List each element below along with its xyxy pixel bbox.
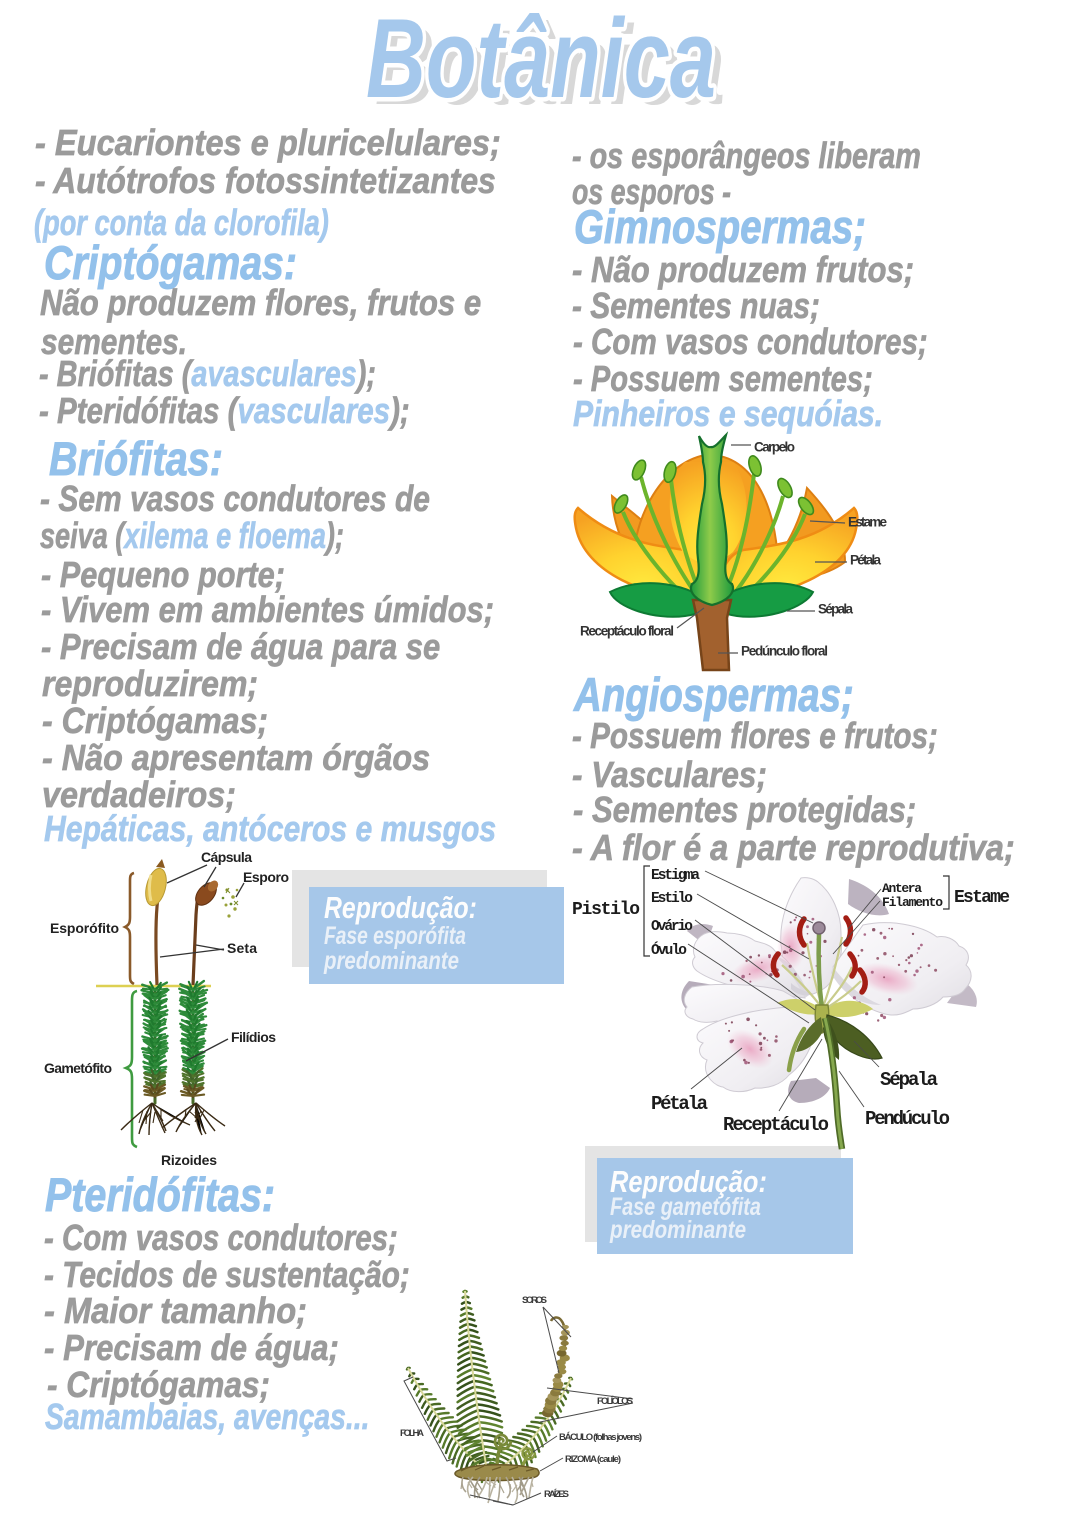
svg-text:Receptáculo: Receptáculo bbox=[723, 1114, 829, 1136]
svg-text:Estame: Estame bbox=[954, 888, 1010, 908]
svg-text:Pétala: Pétala bbox=[651, 1093, 708, 1115]
svg-text:BÁCULO (folhas jovens): BÁCULO (folhas jovens) bbox=[559, 1432, 642, 1443]
svg-text:Rizoides: Rizoides bbox=[161, 1152, 217, 1168]
svg-text:Botânica: Botânica bbox=[366, 0, 716, 121]
svg-text:Filamento: Filamento bbox=[882, 895, 943, 910]
svg-text:Sépala: Sépala bbox=[818, 602, 853, 617]
svg-text:Pistilo: Pistilo bbox=[572, 900, 640, 920]
svg-text:Ovário: Ovário bbox=[651, 919, 693, 935]
svg-text:Estilo: Estilo bbox=[651, 891, 693, 907]
svg-text:Estame: Estame bbox=[848, 515, 887, 530]
svg-text:Carpelo: Carpelo bbox=[754, 440, 795, 455]
svg-text:RIZOMA (caule): RIZOMA (caule) bbox=[565, 1454, 621, 1465]
svg-text:Receptáculo floral: Receptáculo floral bbox=[580, 624, 674, 639]
svg-text:Pedúnculo floral: Pedúnculo floral bbox=[741, 644, 828, 659]
svg-text:Estigma: Estigma bbox=[651, 868, 700, 884]
svg-text:Pendúculo: Pendúculo bbox=[865, 1108, 950, 1130]
svg-text:Óvulo: Óvulo bbox=[651, 941, 687, 959]
svg-text:Gametófito: Gametófito bbox=[44, 1060, 112, 1076]
svg-text:SOROS: SOROS bbox=[522, 1295, 547, 1306]
svg-text:Botânica: Botânica bbox=[366, 0, 716, 121]
svg-text:Pétala: Pétala bbox=[850, 553, 881, 568]
svg-text:FOLHA: FOLHA bbox=[400, 1428, 424, 1439]
svg-text:Botânica: Botânica bbox=[375, 3, 725, 128]
svg-text:Antera: Antera bbox=[882, 881, 922, 896]
svg-text:RAÍZES: RAÍZES bbox=[544, 1489, 569, 1500]
svg-text:Cápsula: Cápsula bbox=[201, 849, 252, 865]
svg-text:Esporo: Esporo bbox=[243, 869, 289, 885]
svg-text:Filídios: Filídios bbox=[231, 1029, 276, 1045]
svg-text:FOLÍOLOS: FOLÍOLOS bbox=[597, 1396, 633, 1407]
svg-text:Sépala: Sépala bbox=[880, 1069, 938, 1091]
svg-text:Esporófito: Esporófito bbox=[50, 920, 119, 936]
svg-text:Seta: Seta bbox=[227, 940, 257, 956]
